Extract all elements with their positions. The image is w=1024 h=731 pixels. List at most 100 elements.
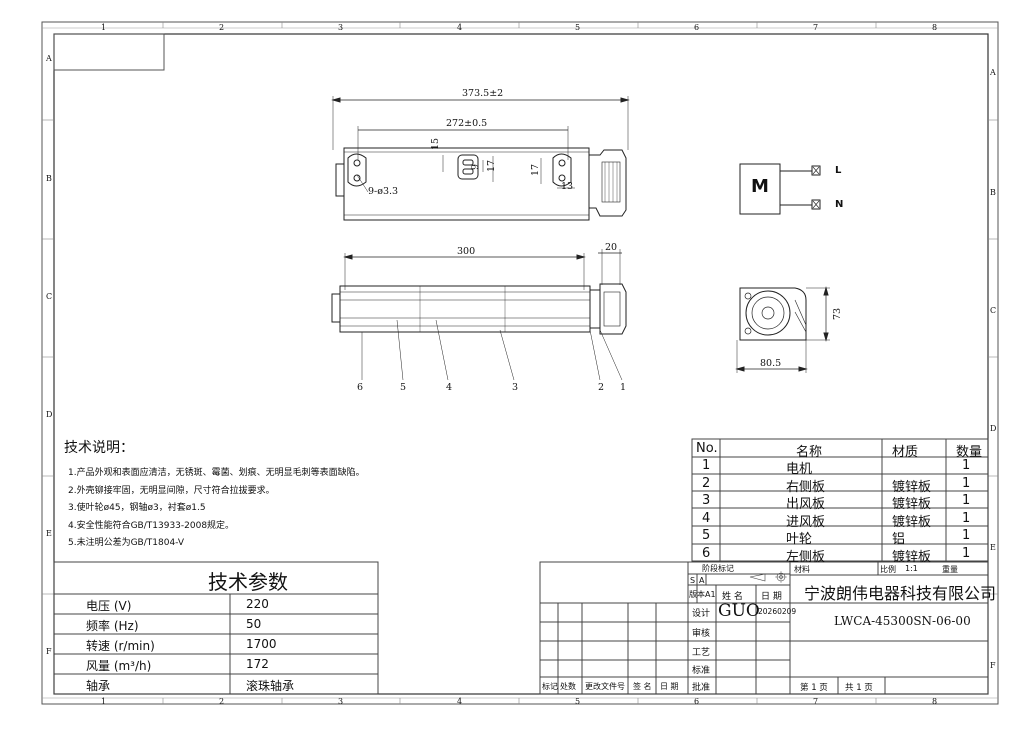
param-value: 50 bbox=[246, 617, 262, 631]
part-callout: 5 bbox=[400, 382, 407, 393]
parts-no: 1 bbox=[702, 458, 711, 473]
date-label: 日 期 bbox=[761, 592, 782, 602]
material-label: 材料 bbox=[794, 565, 810, 574]
params-table-lines bbox=[53, 561, 379, 695]
param-label: 转速 (r/min) bbox=[86, 639, 155, 653]
revision-header: 签 名 bbox=[633, 682, 652, 691]
parts-name: 叶轮 bbox=[786, 532, 813, 547]
dim-impeller-length: 300 bbox=[457, 246, 476, 257]
tech-note-item: 4.安全性能符合GB/T13933-2008规定。 bbox=[68, 520, 235, 531]
row-mark-right: E bbox=[990, 543, 996, 552]
scale-label: 比例 bbox=[880, 565, 896, 574]
parts-no: 4 bbox=[702, 510, 711, 526]
parts-no: 2 bbox=[702, 475, 711, 491]
param-label: 风量 (m³/h) bbox=[86, 659, 152, 673]
tech-note-item: 1.产品外观和表面应清洁，无锈斑、霉菌、划痕、无明显毛刺等表面缺陷。 bbox=[68, 468, 365, 478]
design-label: 设计 bbox=[692, 609, 711, 619]
side-view bbox=[735, 286, 830, 373]
col-mark-top: 3 bbox=[338, 23, 344, 32]
parts-header: 数量 bbox=[956, 445, 983, 460]
wiring-diagram bbox=[739, 163, 821, 215]
param-label: 轴承 bbox=[86, 679, 111, 693]
s-label: S bbox=[690, 576, 696, 585]
approve-label: 批准 bbox=[692, 683, 711, 693]
dim-13: 13 bbox=[561, 181, 574, 192]
part-callout: 2 bbox=[598, 382, 605, 393]
parts-qty: 1 bbox=[962, 475, 971, 491]
weight-label: 重量 bbox=[942, 565, 958, 574]
col-mark-top: 8 bbox=[932, 23, 938, 32]
designer-name: GUO bbox=[718, 601, 760, 621]
outer-frame bbox=[41, 21, 999, 705]
col-mark-top: 4 bbox=[457, 23, 463, 32]
col-mark-bottom: 6 bbox=[694, 697, 700, 706]
parts-qty: 1 bbox=[962, 510, 971, 526]
parts-name: 出风板 bbox=[786, 497, 826, 512]
parts-material: 镀锌板 bbox=[892, 497, 932, 512]
row-mark-left: F bbox=[46, 647, 52, 656]
parts-table-lines bbox=[691, 438, 989, 562]
tech-note-item: 3.使叶轮ø45，钢轴ø3，衬套ø1.5 bbox=[68, 503, 206, 513]
parts-name: 电机 bbox=[786, 462, 813, 477]
col-mark-top: 2 bbox=[219, 23, 225, 32]
dim-motor-width: 20 bbox=[605, 242, 618, 253]
dim-9: 9 bbox=[470, 163, 481, 170]
dim-hole-callout: 9-ø3.3 bbox=[368, 186, 399, 197]
revision-header: 更改文件号 bbox=[585, 682, 625, 691]
row-mark-left: A bbox=[46, 54, 52, 63]
name-label: 姓 名 bbox=[722, 592, 743, 602]
title-block-lines bbox=[539, 561, 989, 695]
revision-header: 日 期 bbox=[660, 682, 679, 691]
parts-no: 5 bbox=[702, 528, 711, 543]
parts-no: 6 bbox=[702, 545, 711, 561]
dim-15: 15 bbox=[430, 137, 441, 150]
parts-material: 镀锌板 bbox=[892, 514, 932, 530]
parts-header: 材质 bbox=[892, 445, 919, 460]
part-callout: 4 bbox=[446, 382, 453, 393]
row-mark-right: D bbox=[990, 424, 997, 433]
motor-label: M bbox=[751, 176, 769, 197]
part-callout: 3 bbox=[512, 382, 519, 393]
inner-frame bbox=[53, 33, 989, 695]
row-ticks bbox=[42, 119, 998, 595]
row-mark-right: A bbox=[990, 68, 996, 77]
param-label: 电压 (V) bbox=[86, 599, 132, 613]
revision-header: 处数 bbox=[560, 682, 576, 691]
col-mark-top: 5 bbox=[575, 23, 581, 32]
param-value: 滚珠轴承 bbox=[246, 679, 295, 693]
dim-overall-length: 373.5±2 bbox=[462, 88, 504, 99]
parts-material: 镀锌板 bbox=[892, 549, 932, 565]
row-mark-right: C bbox=[990, 306, 997, 315]
col-mark-bottom: 8 bbox=[932, 697, 938, 706]
date-value: 20260209 bbox=[758, 607, 797, 616]
a-label: A bbox=[699, 576, 705, 585]
param-label: 频率 (Hz) bbox=[86, 619, 139, 633]
part-callout: 1 bbox=[620, 382, 627, 393]
sheet-label: 第 1 页 bbox=[800, 683, 828, 693]
lead-n-label: N bbox=[835, 199, 844, 210]
parts-qty: 1 bbox=[962, 493, 971, 508]
col-mark-bottom: 3 bbox=[338, 697, 344, 706]
col-mark-top: 6 bbox=[694, 23, 700, 32]
parts-header: 名称 bbox=[796, 445, 823, 460]
drawing-number: LWCA-45300SN-06-00 bbox=[834, 614, 971, 628]
params-title: 技术参数 bbox=[208, 570, 288, 594]
parts-qty: 1 bbox=[962, 528, 971, 543]
dim-side-height: 73 bbox=[832, 307, 843, 320]
dim-hole-spacing: 272±0.5 bbox=[446, 118, 488, 129]
parts-no: 3 bbox=[702, 493, 711, 508]
tech-note-item: 2.外壳铆接牢固，无明显间隙，尺寸符合拉拔要求。 bbox=[68, 485, 275, 496]
process-label: 工艺 bbox=[692, 648, 711, 658]
stage-label: 阶段标记 bbox=[702, 564, 734, 573]
standard-label: 标准 bbox=[692, 666, 711, 676]
col-mark-bottom: 1 bbox=[101, 697, 107, 706]
col-mark-bottom: 4 bbox=[457, 697, 463, 706]
dim-17a: 17 bbox=[486, 159, 497, 172]
lead-l-label: L bbox=[835, 165, 842, 176]
row-mark-right: B bbox=[990, 188, 996, 197]
version-label: 版本A1 bbox=[689, 590, 716, 599]
row-mark-left: B bbox=[46, 174, 52, 183]
column-ticks bbox=[162, 22, 877, 704]
scale-value: 1:1 bbox=[905, 564, 918, 573]
parts-name: 右侧板 bbox=[786, 479, 826, 495]
